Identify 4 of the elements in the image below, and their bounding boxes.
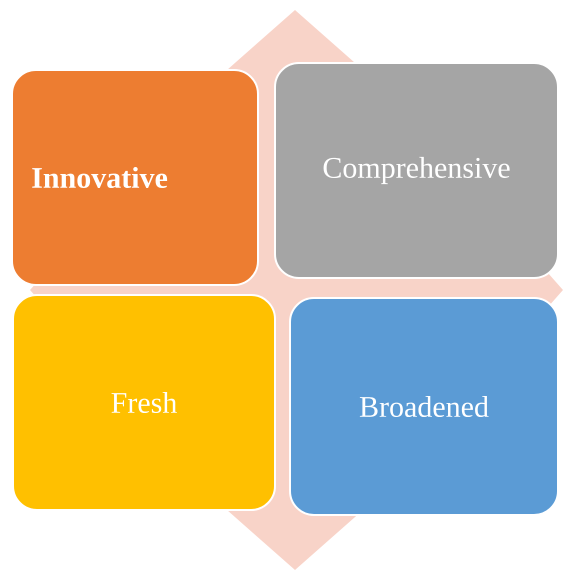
rounded-box: Comprehensive bbox=[274, 62, 559, 279]
rounded-box: Broadened bbox=[289, 297, 559, 516]
rounded-box: Innovative bbox=[11, 69, 259, 286]
rounded-box: Fresh bbox=[12, 294, 276, 511]
